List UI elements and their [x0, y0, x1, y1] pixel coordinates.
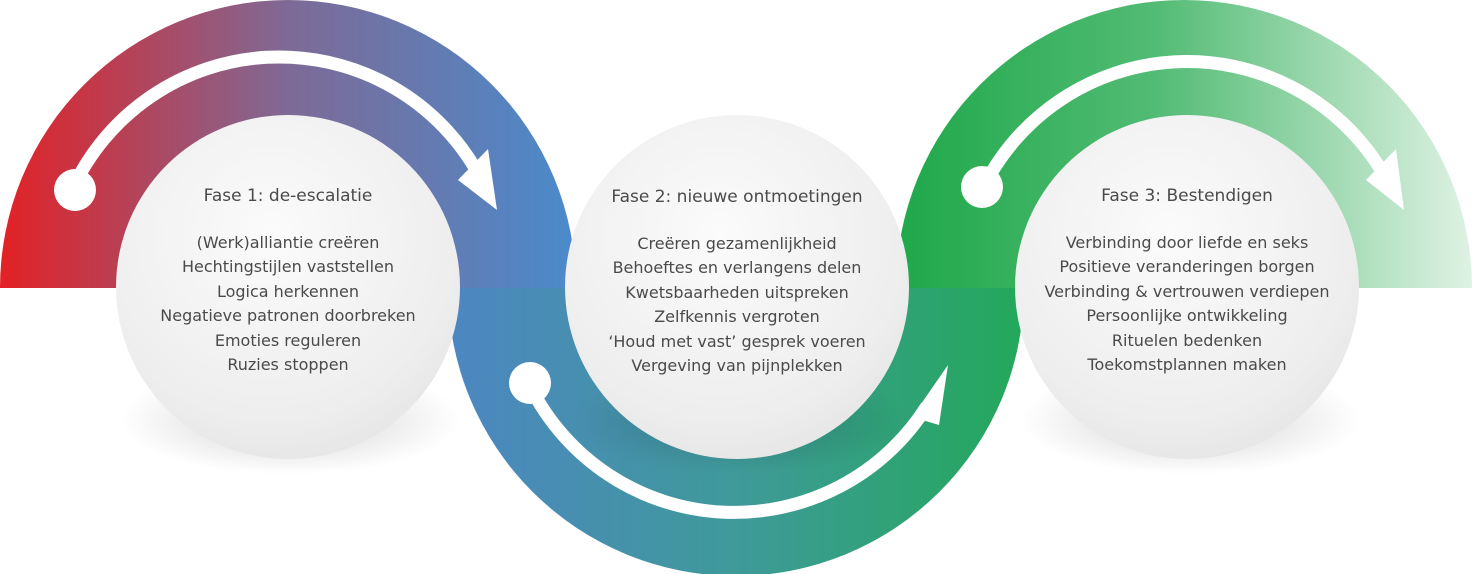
phase-3-item: Positieve veranderingen borgen: [1059, 257, 1315, 277]
band-phase-2: [448, 288, 1024, 574]
phase-1-item: (Werk)alliantie creëren: [196, 233, 380, 252]
arrow-track-1: [66, 50, 481, 193]
phase-circle-2: [565, 115, 909, 459]
phase-3-item: Verbinding door liefde en seks: [1065, 233, 1309, 252]
arrow-track-2: [524, 383, 933, 519]
phase-2-item: Creëren gezamenlijkheid: [637, 234, 837, 253]
phase-2-item: Kwetsbaarheden uitspreken: [625, 282, 849, 302]
band-phase-3: [896, 0, 1472, 288]
phase-title-2: Fase 2: nieuwe ontmoetingen: [611, 187, 863, 207]
phase-1-item: Hechtingstijlen vaststellen: [181, 257, 395, 277]
arrow-head-2: [912, 365, 948, 425]
phase-items-2: Creëren gezamenlijkheid Behoeftes en ver…: [587, 232, 887, 378]
phase-title-3: Fase 3: Bestendigen: [1101, 186, 1273, 206]
arrow-track-3: [976, 55, 1386, 193]
phase-items-1: (Werk)alliantie creëren Hechtingstijlen …: [138, 231, 438, 377]
phase-circle-1: [116, 115, 460, 459]
phase-2-item: Behoeftes en verlangens delen: [612, 258, 862, 278]
phase-3-item: Persoonlijke ontwikkeling: [1086, 306, 1288, 326]
arrow-head-3: [1366, 149, 1404, 210]
phase-card-3: Fase 3: Bestendigen Verbinding door lief…: [1037, 185, 1337, 377]
band-phase-1: [0, 0, 576, 288]
phase-1-item: Negatieve patronen doorbreken: [160, 306, 416, 326]
phase-items-3: Verbinding door liefde en seks Positieve…: [1037, 231, 1337, 377]
start-dot-3: [961, 166, 1003, 208]
phase-1-item: Emoties reguleren: [214, 330, 362, 350]
phase-3-item: Verbinding & vertrouwen verdiepen: [1044, 281, 1330, 301]
phase-2-item: ‘Houd met vast’ gesprek voeren: [608, 331, 866, 351]
phase-1-item: Ruzies stoppen: [227, 355, 349, 375]
phase-title-1: Fase 1: de-escalatie: [203, 186, 373, 206]
start-dot-2: [509, 362, 551, 404]
phase-3-item: Rituelen bedenken: [1111, 330, 1263, 350]
phase-1-item: Logica herkennen: [216, 281, 360, 301]
phase-circle-3: [1015, 115, 1359, 459]
phase-3-item: Toekomstplannen maken: [1087, 355, 1287, 375]
start-dot-1: [54, 169, 96, 211]
phase-card-2: Fase 2: nieuwe ontmoetingen Creëren geza…: [587, 186, 887, 378]
arrow-head-1: [458, 149, 497, 210]
phase-2-item: Vergeving van pijnplekken: [631, 356, 843, 376]
phase-card-1: Fase 1: de-escalatie (Werk)alliantie cre…: [138, 185, 438, 377]
phase-2-item: Zelfkennis vergroten: [654, 307, 820, 327]
